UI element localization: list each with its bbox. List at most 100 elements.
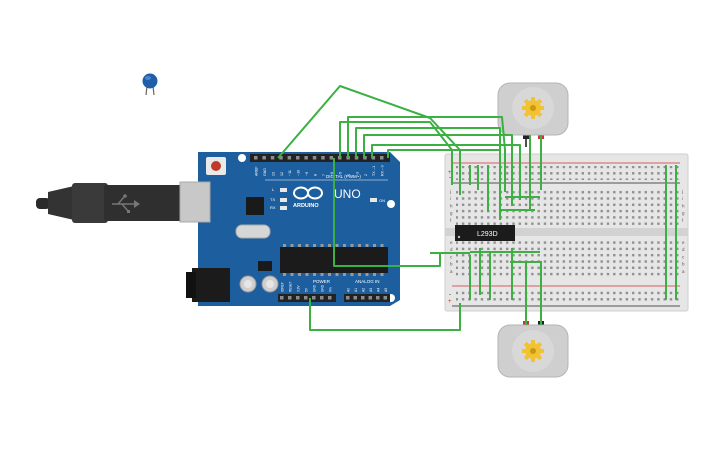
wire [371, 144, 521, 200]
usb-chip [246, 197, 264, 215]
analog-pin-hole[interactable] [368, 296, 373, 300]
digital-pin-hole[interactable] [312, 156, 317, 160]
power-pin-hole[interactable] [296, 296, 300, 300]
row-letter: f [450, 218, 452, 223]
digital-pin-label: ~3 [355, 172, 359, 176]
digital-pin-hole[interactable] [287, 156, 292, 160]
digital-pin-hole[interactable] [262, 156, 266, 160]
analog-pin-label: A4 [376, 288, 380, 292]
power-pin-label: 5V [304, 287, 308, 292]
digital-pin-label: AREF [255, 166, 259, 176]
row-letter: e [450, 240, 453, 245]
digital-pin-label: RX←0 [381, 165, 385, 176]
arduino-infinity-icon [293, 186, 323, 200]
capacitor[interactable] [142, 73, 158, 96]
row-letter: i [450, 196, 451, 201]
on-led-label: ON [379, 198, 385, 203]
rail-minus-bottom: - [449, 292, 451, 298]
digital-pin-label: TX→1 [372, 166, 376, 176]
row-letter: c [682, 254, 685, 259]
analog-pin-hole[interactable] [376, 296, 380, 300]
row-letter: a [682, 269, 685, 274]
usb-port [179, 181, 211, 223]
digital-pin-label: ~11 [288, 170, 292, 176]
power-pin-label: Vin [328, 287, 332, 292]
digital-pin-hole[interactable] [321, 156, 325, 160]
wire [339, 121, 453, 185]
digital-header-label: DIGITAL (PWM~) [326, 174, 361, 179]
power-pin-hole[interactable] [312, 296, 316, 300]
row-letter: j [449, 189, 451, 194]
rail-minus-top: - [449, 175, 451, 181]
rx-led-label: RX [270, 205, 276, 210]
analog-pin-label: A2 [361, 288, 365, 292]
power-pin-hole[interactable] [304, 296, 308, 300]
analog-pin-label: A0 [346, 288, 350, 292]
digital-pin-label: ~10 [297, 170, 301, 176]
digital-pin-hole[interactable] [279, 156, 283, 160]
l293d-chip[interactable]: L293D [455, 225, 515, 241]
digital-pin-label: 2 [364, 174, 368, 176]
crystal [235, 224, 271, 239]
chip-label: L293D [477, 231, 498, 238]
gear-icon [522, 340, 544, 362]
digital-pin-label: GND [263, 168, 267, 176]
motor-top-lead-black [523, 135, 529, 139]
analog-pin-hole[interactable] [346, 296, 350, 300]
analog-pin-hole[interactable] [383, 296, 388, 300]
rail-plus-bottom: + [448, 299, 452, 305]
digital-pin-hole[interactable] [371, 156, 376, 160]
digital-pin-hole[interactable] [380, 156, 384, 160]
digital-pin-hole[interactable] [296, 156, 300, 160]
power-pin-hole[interactable] [328, 296, 332, 300]
wire [347, 116, 506, 192]
analog-pin-label: A3 [369, 288, 373, 292]
rail-plus-top: + [448, 170, 452, 176]
digital-pin-label: 4 [347, 174, 351, 176]
arduino-brand: ARDUINO [293, 203, 319, 209]
power-pin-label: GND [312, 284, 316, 292]
digital-pin-label: 7 [322, 174, 326, 176]
digital-pin-label: 12 [280, 172, 284, 176]
analog-pin-label: A1 [354, 288, 358, 292]
row-letter: i [682, 196, 683, 201]
gear-icon [522, 97, 544, 119]
tx-led-label: TX [270, 197, 275, 202]
dc-motor-top[interactable] [497, 82, 569, 147]
row-letter: f [682, 218, 684, 223]
digital-pin-label: ~9 [305, 172, 309, 176]
analog-pin-hole[interactable] [353, 296, 358, 300]
digital-pin-label: ~5 [339, 172, 343, 176]
dc-motor-bottom[interactable] [497, 308, 569, 378]
analog-header[interactable] [344, 294, 390, 302]
analog-header-label: ANALOG IN [355, 279, 380, 284]
power-pin-hole[interactable] [280, 296, 284, 300]
row-letter: g [450, 211, 453, 216]
row-letter: j [681, 189, 683, 194]
row-letter: e [682, 240, 685, 245]
row-letter: d [682, 247, 685, 252]
power-pin-label: GND [320, 284, 324, 292]
row-letter: c [450, 254, 453, 259]
power-pin-hole[interactable] [320, 296, 324, 300]
arduino-model: UNO [334, 187, 361, 201]
power-pin-hole[interactable] [288, 296, 292, 300]
row-letter: g [682, 211, 685, 216]
digital-pin-hole[interactable] [270, 156, 275, 160]
digital-header[interactable] [250, 154, 390, 162]
analog-pin-hole[interactable] [361, 296, 365, 300]
row-letter: h [450, 203, 453, 208]
digital-pin-hole[interactable] [329, 156, 334, 160]
wire [363, 134, 513, 206]
digital-pin-hole[interactable] [304, 156, 308, 160]
wires[interactable] [277, 85, 677, 331]
power-pin-label: RESET [288, 281, 292, 292]
row-letter: a [450, 269, 453, 274]
digital-pin-hole[interactable] [254, 156, 258, 160]
analog-pin-label: A5 [384, 288, 388, 292]
l-led-label: L [272, 187, 275, 192]
wire [309, 298, 461, 331]
